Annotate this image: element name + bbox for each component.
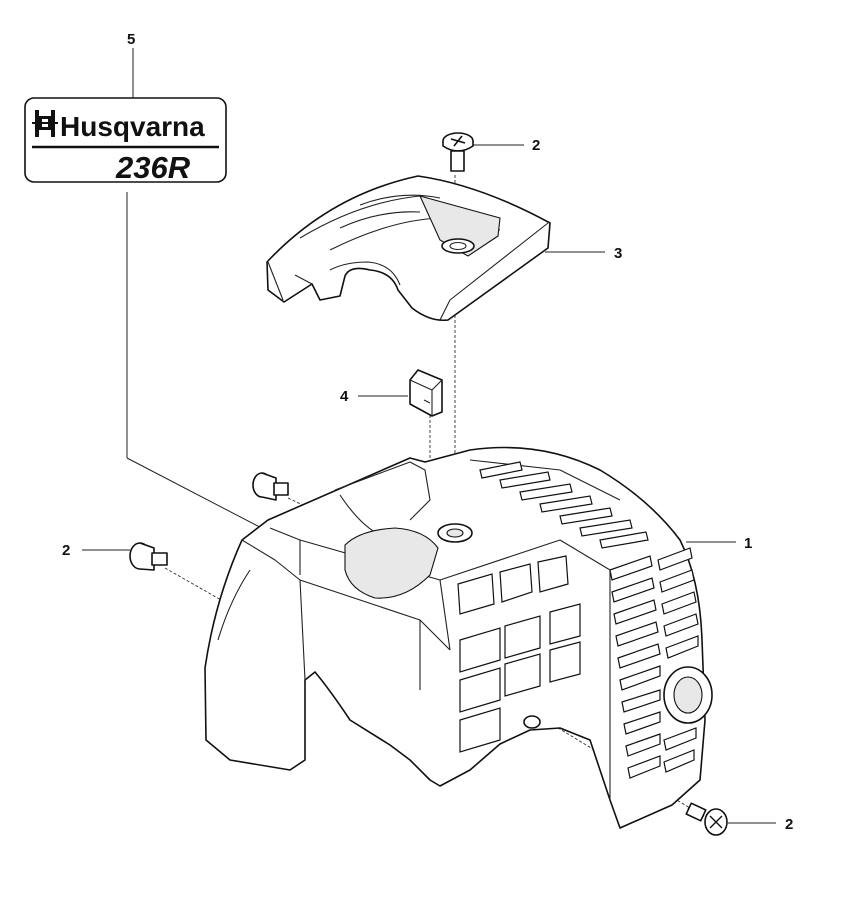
callout-5: 5 <box>127 31 135 98</box>
clip <box>409 369 443 417</box>
decal-brand-text: Husqvarna <box>60 111 205 142</box>
husqvarna-crown-icon <box>32 110 58 137</box>
callout-2-top: 2 <box>470 137 540 154</box>
screw-bottom <box>685 802 728 836</box>
callout-4: 4 <box>340 388 408 405</box>
callout-2-top-label: 2 <box>532 137 540 154</box>
cylinder-cover <box>204 446 713 829</box>
screw-left-upper <box>252 472 289 501</box>
top-cover <box>266 175 551 322</box>
callout-2-bottom: 2 <box>728 816 793 833</box>
callout-2-left: 2 <box>62 542 130 559</box>
callout-1: 1 <box>686 535 752 552</box>
callout-2-left-label: 2 <box>62 542 70 559</box>
callout-1-label: 1 <box>744 535 752 552</box>
callout-2-bottom-label: 2 <box>785 816 793 833</box>
callout-3: 3 <box>545 245 622 262</box>
husqvarna-decal: Husqvarna 236R <box>24 97 227 185</box>
callout-4-label: 4 <box>340 388 349 405</box>
screw-top <box>442 132 474 172</box>
callout-5-label: 5 <box>127 31 135 48</box>
callout-3-label: 3 <box>614 245 622 262</box>
decal-model-text: 236R <box>115 150 191 185</box>
screw-left <box>129 542 168 571</box>
